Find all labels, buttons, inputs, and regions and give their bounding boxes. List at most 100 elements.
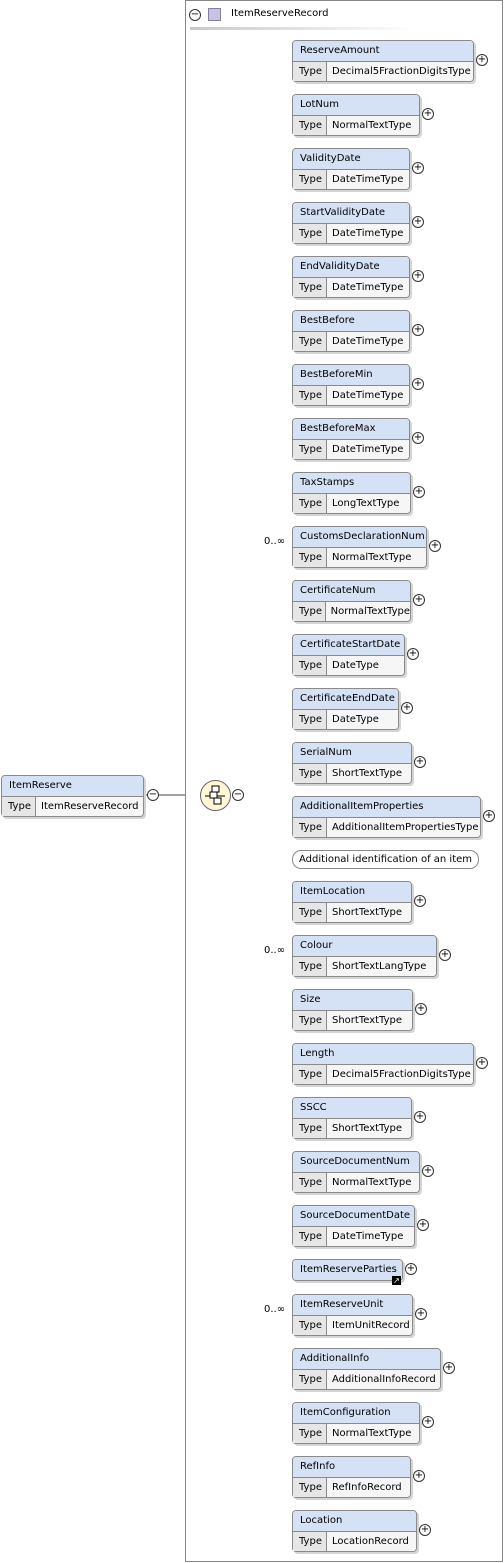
expand-toggle[interactable]: + xyxy=(401,702,413,714)
type-value: NormalTextType xyxy=(332,120,412,131)
type-label: Type xyxy=(293,386,327,405)
type-label: Type xyxy=(293,170,327,189)
type-value: ShortTextType xyxy=(332,1015,403,1026)
expand-toggle[interactable]: + xyxy=(415,1003,427,1015)
expand-toggle[interactable]: + xyxy=(417,1219,429,1231)
expand-toggle[interactable]: + xyxy=(414,1111,426,1123)
expand-toggle[interactable]: + xyxy=(412,432,424,444)
type-value: ShortTextType xyxy=(332,907,403,918)
type-label: Type xyxy=(293,656,327,675)
expand-toggle[interactable]: + xyxy=(422,1416,434,1428)
expand-toggle[interactable]: + xyxy=(415,1308,427,1320)
element-name: Length xyxy=(293,1044,473,1065)
type-label: Type xyxy=(293,818,327,837)
expand-toggle[interactable]: + xyxy=(412,216,424,228)
record-collapse-toggle[interactable]: − xyxy=(189,9,201,21)
expand-toggle[interactable]: + xyxy=(476,1057,488,1069)
type-value: AdditionalItemPropertiesType xyxy=(332,822,479,833)
expand-toggle[interactable]: + xyxy=(412,162,424,174)
expand-toggle[interactable]: + xyxy=(439,949,451,961)
type-value: DateTimeType xyxy=(332,228,404,239)
element-name: CustomsDeclarationNum xyxy=(293,527,426,548)
expand-toggle[interactable]: + xyxy=(412,270,424,282)
expand-toggle[interactable]: + xyxy=(405,1263,417,1275)
expand-toggle[interactable]: + xyxy=(422,1165,434,1177)
type-label: Type xyxy=(293,548,327,567)
type-label: Type xyxy=(293,224,327,243)
element-type-row: Type DateTimeType xyxy=(293,170,409,189)
title-underline xyxy=(190,27,415,30)
expand-toggle[interactable]: + xyxy=(412,324,424,336)
element-name: SSCC xyxy=(293,1098,411,1119)
expand-toggle[interactable]: + xyxy=(407,648,419,660)
element-name: ItemConfiguration xyxy=(293,1403,419,1424)
expand-toggle[interactable]: + xyxy=(443,1362,455,1374)
type-value: DateTimeType xyxy=(332,444,404,455)
type-value: DateTimeType xyxy=(332,174,404,185)
expand-toggle[interactable]: + xyxy=(413,1470,425,1482)
expand-toggle[interactable]: + xyxy=(483,810,495,822)
element-box[interactable]: ItemReserveParties xyxy=(292,1259,403,1281)
sequence-compositor[interactable] xyxy=(200,780,231,811)
expand-toggle[interactable]: + xyxy=(429,540,441,552)
type-value: NormalTextType xyxy=(332,1177,412,1188)
expand-toggle[interactable]: + xyxy=(413,594,425,606)
root-collapse-toggle[interactable]: − xyxy=(147,789,159,801)
type-label: Type xyxy=(293,602,326,621)
expand-toggle[interactable]: + xyxy=(413,486,425,498)
type-label: Type xyxy=(293,1532,327,1551)
type-value: ShortTextLangType xyxy=(332,961,427,972)
expand-toggle[interactable]: + xyxy=(422,108,434,120)
type-value: DateType xyxy=(332,660,379,671)
expand-toggle[interactable]: + xyxy=(414,895,426,907)
type-label: Type xyxy=(293,1316,327,1335)
sequence-collapse-toggle[interactable]: − xyxy=(232,789,244,801)
type-label: Type xyxy=(293,1370,327,1389)
type-value: DateType xyxy=(332,714,379,725)
expand-toggle[interactable]: + xyxy=(419,1524,431,1536)
root-element-box[interactable]: ItemReserve Type ItemReserveRecord xyxy=(1,775,144,817)
element-name: ItemReserveParties xyxy=(293,1260,402,1280)
element-name: TaxStamps xyxy=(293,473,410,494)
type-value: ShortTextType xyxy=(332,1123,403,1134)
expand-toggle[interactable]: + xyxy=(412,378,424,390)
documentation-note: Additional identification of an item xyxy=(292,850,480,869)
expand-toggle[interactable]: + xyxy=(414,756,426,768)
expand-toggle[interactable]: + xyxy=(476,54,488,66)
element-name: ItemReserveUnit xyxy=(293,1295,412,1316)
